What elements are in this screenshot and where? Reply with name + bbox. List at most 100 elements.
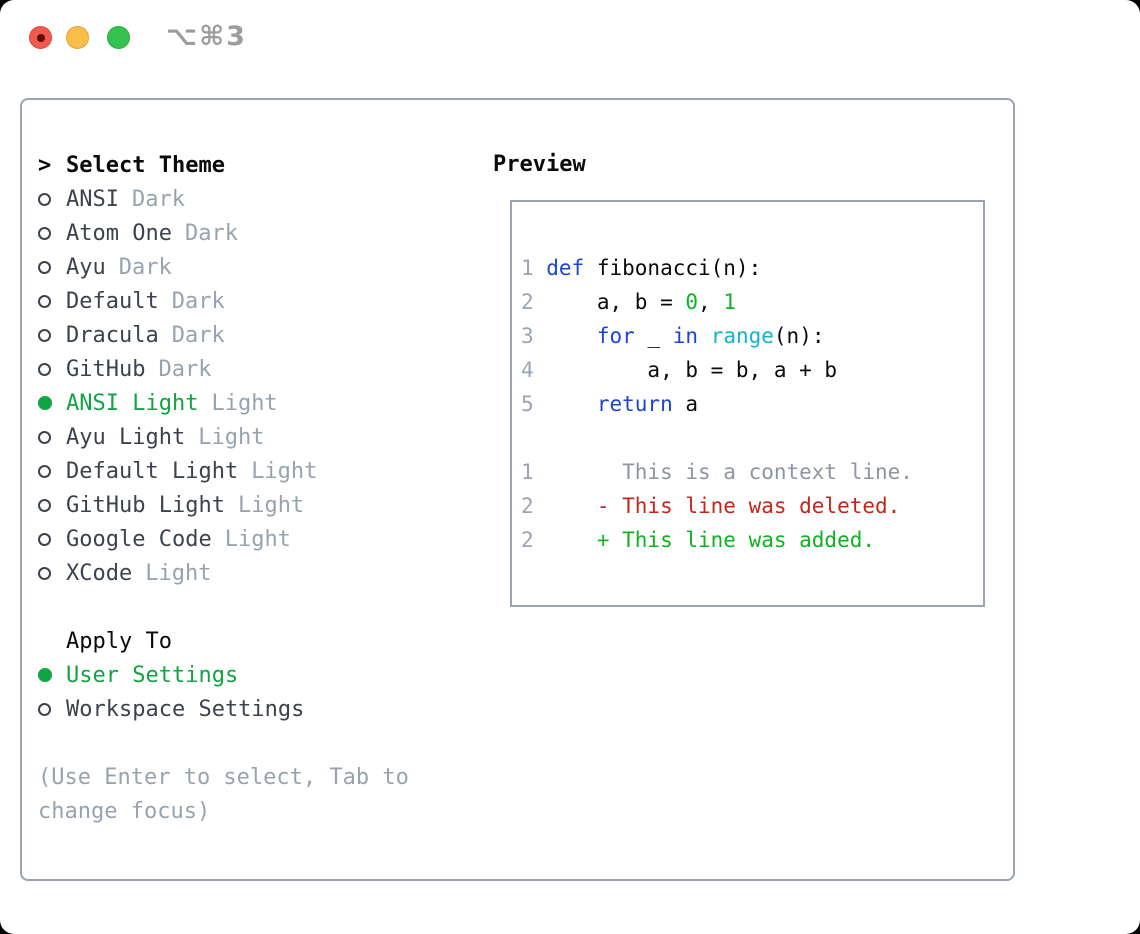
radio-unselected-icon	[38, 294, 51, 308]
option-tag: Dark	[171, 322, 225, 348]
radio-unselected-icon	[38, 430, 51, 444]
radio-selected-icon	[38, 668, 52, 682]
code-line: 2 + This line was added.	[521, 523, 983, 557]
code-segment-default: fibonacci(n):	[584, 256, 762, 280]
window-title: ⌥⌘3	[166, 21, 247, 52]
code-segment-default	[546, 324, 597, 348]
code-line: 4 a, b = b, a + b	[521, 353, 983, 387]
radio-unselected-icon	[38, 260, 51, 274]
select-theme-label: Select Theme	[66, 152, 225, 178]
diff-preview: 1 This is a context line.2 - This line w…	[521, 455, 983, 557]
code-line: 5 return a	[521, 387, 983, 421]
option-tag: Dark	[118, 254, 172, 280]
option-label: Ayu	[66, 254, 106, 280]
theme-option[interactable]: GitHub Dark	[38, 352, 478, 386]
code-segment-default: a	[672, 392, 699, 416]
option-label: Google Code	[66, 526, 212, 552]
option-tag: Dark	[158, 356, 212, 382]
radio-selected-icon	[38, 396, 52, 410]
code-segment-default: (n):	[773, 324, 825, 348]
code-segment-keyword: return	[596, 392, 673, 416]
option-label: GitHub	[66, 356, 146, 382]
theme-option[interactable]: Default Dark	[38, 284, 478, 318]
code-line: 1 This is a context line.	[521, 455, 983, 489]
line-number: 2	[521, 494, 534, 518]
title-bar: ⌥⌘3	[0, 0, 1140, 74]
code-segment-keyword: in	[672, 324, 699, 348]
option-label: ANSI Light	[66, 390, 199, 416]
radio-unselected-icon	[38, 702, 51, 716]
code-line: 2 a, b = 0, 1	[521, 285, 983, 319]
option-label: Default Light	[66, 458, 239, 484]
option-tag: Light	[198, 424, 265, 450]
theme-option[interactable]: Dracula Dark	[38, 318, 478, 352]
theme-option[interactable]: Google Code Light	[38, 522, 478, 556]
option-tag: Light	[145, 560, 212, 586]
option-tag: Dark	[184, 220, 238, 246]
theme-option[interactable]: Atom One Dark	[38, 216, 478, 250]
code-segment-keyword: for	[596, 324, 635, 348]
option-tag: Dark	[171, 288, 225, 314]
code-segment-default: a, b = b, a + b	[546, 358, 838, 382]
code-segment-number: 1	[723, 290, 736, 314]
help-text-line1: (Use Enter to select, Tab to	[38, 764, 409, 790]
line-number: 2	[521, 290, 534, 314]
option-tag: Light	[211, 390, 278, 416]
theme-option[interactable]: ANSI Light Light	[38, 386, 478, 420]
line-number: 2	[521, 528, 534, 552]
zoom-button[interactable]	[107, 26, 130, 49]
close-dot-icon	[36, 33, 45, 42]
code-segment-default: _	[634, 324, 673, 348]
option-label: Workspace Settings	[66, 696, 305, 722]
radio-unselected-icon	[38, 226, 51, 240]
option-tag: Dark	[131, 186, 185, 212]
option-label: Ayu Light	[66, 424, 186, 450]
line-number: 1	[521, 460, 534, 484]
theme-option[interactable]: Ayu Dark	[38, 250, 478, 284]
code-segment-deleted: - This line was deleted.	[546, 494, 901, 518]
line-number: 1	[521, 256, 534, 280]
option-label: GitHub Light	[66, 492, 225, 518]
option-tag: Light	[237, 492, 305, 518]
apply-to-label: Apply To	[66, 628, 172, 654]
code-segment-default	[698, 324, 711, 348]
option-label: Dracula	[66, 322, 159, 348]
code-segment-default	[546, 392, 597, 416]
theme-option[interactable]: Default Light Light	[38, 454, 478, 488]
line-number: 5	[521, 392, 534, 416]
option-label: Atom One	[66, 220, 172, 246]
radio-unselected-icon	[38, 566, 51, 580]
select-theme-header: > Select Theme	[38, 148, 478, 182]
radio-unselected-icon	[38, 362, 51, 376]
option-tag: Light	[224, 526, 291, 552]
code-segment-default: ,	[698, 290, 724, 314]
radio-unselected-icon	[38, 532, 51, 546]
help-text-line2: change focus)	[38, 798, 211, 824]
theme-option[interactable]: GitHub Light Light	[38, 488, 478, 522]
option-tag: Light	[251, 458, 318, 484]
code-segment-context: This is a context line.	[546, 460, 913, 484]
option-label: Default	[66, 288, 159, 314]
apply-to-option[interactable]: Workspace Settings	[38, 692, 478, 726]
preview-header: Preview	[493, 152, 586, 177]
code-segment-added: + This line was added.	[546, 528, 876, 552]
code-line: 2 - This line was deleted.	[521, 489, 983, 523]
line-number: 4	[521, 358, 534, 382]
radio-unselected-icon	[38, 328, 51, 342]
close-button[interactable]	[29, 26, 52, 49]
radio-unselected-icon	[38, 192, 51, 206]
apply-to-option[interactable]: User Settings	[38, 658, 478, 692]
minimize-button[interactable]	[66, 26, 89, 49]
code-segment-keyword: def	[546, 256, 585, 280]
theme-option[interactable]: Ayu Light Light	[38, 420, 478, 454]
radio-unselected-icon	[38, 498, 51, 512]
